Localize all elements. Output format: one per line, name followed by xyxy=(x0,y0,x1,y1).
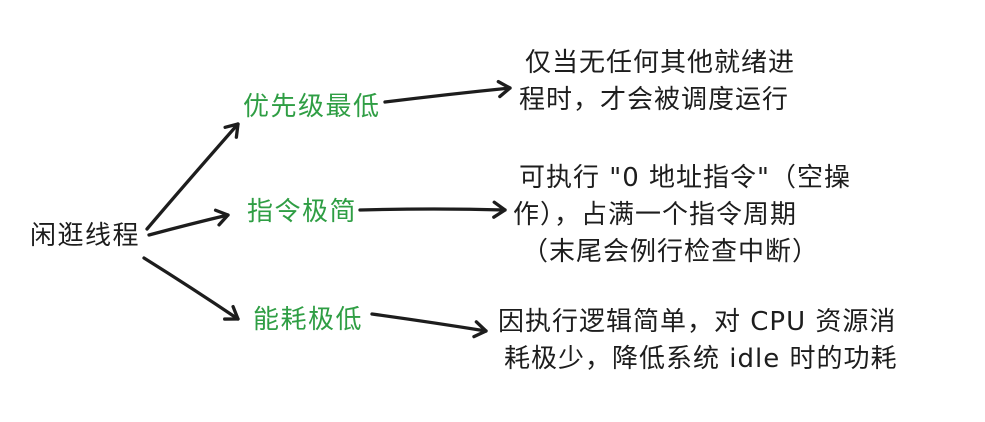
description-line: 因执行逻辑简单，对 CPU 资源消 xyxy=(498,307,897,337)
arrow-root-to-instruction xyxy=(147,208,230,237)
description-line: 可执行 "0 地址指令"（空操 xyxy=(519,163,851,193)
arrow-root-to-priority xyxy=(145,122,240,231)
arrow-priority-to-desc xyxy=(383,79,512,104)
description-line: 作），占满一个指令周期 xyxy=(513,200,798,230)
branch-label-minimal-instructions: 指令极简 xyxy=(247,197,358,227)
arrow-root-to-power xyxy=(142,256,240,321)
root-node-label: 闲逛线程 xyxy=(30,221,141,251)
description-line: 程时，才会被调度运行 xyxy=(519,85,790,115)
description-low-power: 因执行逻辑简单，对 CPU 资源消 耗极少，降低系统 idle 时的功耗 xyxy=(498,304,897,378)
arrow-instruction-to-desc xyxy=(358,200,507,219)
description-line: 耗极少，降低系统 idle 时的功耗 xyxy=(504,344,898,374)
description-line: （末尾会例行检查中断） xyxy=(522,237,820,267)
branch-label-lowest-priority: 优先级最低 xyxy=(243,92,381,122)
description-lowest-priority: 仅当无任何其他就绪进 程时，才会被调度运行 xyxy=(519,45,795,119)
description-line: 仅当无任何其他就绪进 xyxy=(525,48,796,78)
branch-label-low-power: 能耗极低 xyxy=(253,305,364,335)
arrow-power-to-desc xyxy=(370,312,488,339)
description-minimal-instructions: 可执行 "0 地址指令"（空操 作），占满一个指令周期 （末尾会例行检查中断） xyxy=(513,160,851,271)
